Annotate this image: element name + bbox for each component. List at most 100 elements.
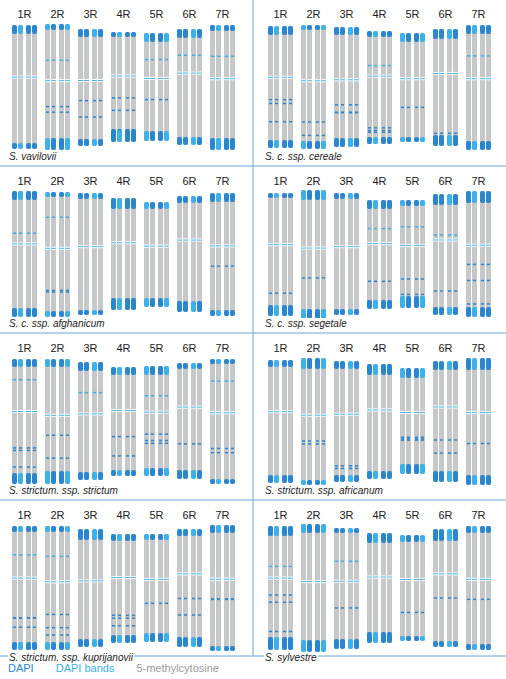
dapi-band bbox=[453, 135, 458, 146]
dapi-band bbox=[231, 598, 234, 600]
chromatid bbox=[307, 25, 312, 149]
dapi-band bbox=[368, 131, 371, 133]
centromere bbox=[373, 242, 379, 245]
dapi-band bbox=[301, 640, 306, 652]
dapi-band bbox=[268, 475, 273, 483]
dapi-band bbox=[117, 367, 122, 375]
dapi-band bbox=[66, 291, 69, 293]
dapi-band bbox=[388, 281, 391, 283]
centromere bbox=[307, 248, 312, 249]
centromere bbox=[340, 79, 345, 80]
dapi-band bbox=[51, 359, 56, 367]
centromere bbox=[406, 77, 412, 80]
dapi-band bbox=[367, 200, 372, 209]
dapi-band bbox=[388, 228, 391, 230]
chromatid bbox=[158, 534, 163, 642]
dapi-band bbox=[144, 366, 149, 375]
centromere bbox=[65, 580, 71, 583]
dapi-band bbox=[434, 133, 437, 135]
dapi-band bbox=[480, 526, 485, 533]
centromere bbox=[158, 579, 163, 580]
centromere bbox=[51, 581, 56, 582]
centromere bbox=[367, 409, 373, 412]
chromatid bbox=[439, 361, 444, 482]
centromere bbox=[164, 245, 170, 248]
dapi-band bbox=[112, 436, 115, 438]
dapi-band bbox=[19, 554, 22, 556]
centromere bbox=[447, 72, 453, 75]
dapi-band bbox=[191, 137, 196, 145]
dapi-band bbox=[341, 104, 344, 106]
centromere bbox=[131, 410, 136, 411]
chromatid bbox=[367, 533, 372, 643]
dapi-band bbox=[355, 468, 358, 470]
dapi-band bbox=[165, 59, 168, 61]
chromatid bbox=[191, 196, 196, 312]
dapi-band bbox=[46, 457, 49, 459]
chromosome-label: 1R bbox=[17, 509, 31, 521]
dapi-band bbox=[45, 24, 50, 30]
centromere bbox=[84, 79, 90, 82]
dapi-band bbox=[401, 226, 404, 228]
dapi-band bbox=[414, 636, 419, 641]
centromere bbox=[150, 578, 156, 581]
dapi-band bbox=[275, 121, 278, 123]
dapi-band bbox=[421, 438, 424, 440]
chromatid bbox=[315, 524, 320, 652]
dapi-band bbox=[126, 617, 129, 619]
chromatid bbox=[307, 358, 312, 485]
chromatid bbox=[400, 535, 405, 641]
chromosome-label: 2R bbox=[50, 342, 64, 354]
centromere bbox=[406, 245, 411, 246]
chromatid bbox=[406, 535, 411, 641]
dapi-band bbox=[117, 198, 122, 209]
centromere bbox=[111, 576, 117, 579]
dapi-band bbox=[33, 450, 36, 452]
dapi-band bbox=[269, 99, 272, 101]
centromere bbox=[373, 410, 378, 411]
chromatid bbox=[45, 192, 50, 317]
dapi-band bbox=[79, 116, 82, 118]
centromere bbox=[197, 73, 202, 74]
centromere bbox=[45, 415, 50, 416]
centromere bbox=[414, 77, 420, 80]
centromere bbox=[301, 415, 306, 416]
dapi-band bbox=[406, 137, 411, 142]
centromere bbox=[32, 77, 37, 78]
centromere bbox=[78, 580, 83, 581]
dapi-band bbox=[197, 137, 202, 145]
centromere bbox=[387, 576, 393, 579]
chromatid bbox=[150, 202, 155, 307]
dapi-band bbox=[480, 358, 485, 370]
chromatid bbox=[59, 192, 64, 317]
dapi-band bbox=[151, 395, 154, 397]
centromere bbox=[453, 73, 458, 74]
dapi-band bbox=[131, 635, 136, 643]
centromere bbox=[150, 579, 155, 580]
centromere bbox=[224, 78, 229, 79]
centromere bbox=[177, 73, 182, 74]
dapi-band bbox=[341, 468, 344, 470]
centromere bbox=[387, 243, 392, 244]
chromatid bbox=[111, 198, 116, 310]
chromatid bbox=[224, 193, 229, 316]
dapi-band bbox=[18, 308, 23, 317]
chromatid bbox=[164, 33, 169, 141]
dapi-band bbox=[125, 198, 130, 209]
centromere bbox=[480, 245, 485, 246]
dapi-band bbox=[373, 31, 378, 37]
dapi-band bbox=[131, 198, 136, 209]
centromere bbox=[78, 579, 84, 582]
dapi-band bbox=[144, 633, 149, 642]
chromatid bbox=[420, 535, 425, 641]
dapi-band bbox=[132, 129, 135, 131]
dapi-band bbox=[321, 25, 326, 30]
dapi-band bbox=[112, 129, 115, 131]
chromatid bbox=[216, 359, 221, 484]
dapi-band bbox=[52, 614, 55, 616]
chromatid bbox=[32, 191, 37, 317]
centromere bbox=[144, 412, 149, 413]
dapi-band bbox=[354, 475, 359, 482]
dapi-band bbox=[315, 640, 320, 652]
centromere bbox=[117, 241, 123, 244]
